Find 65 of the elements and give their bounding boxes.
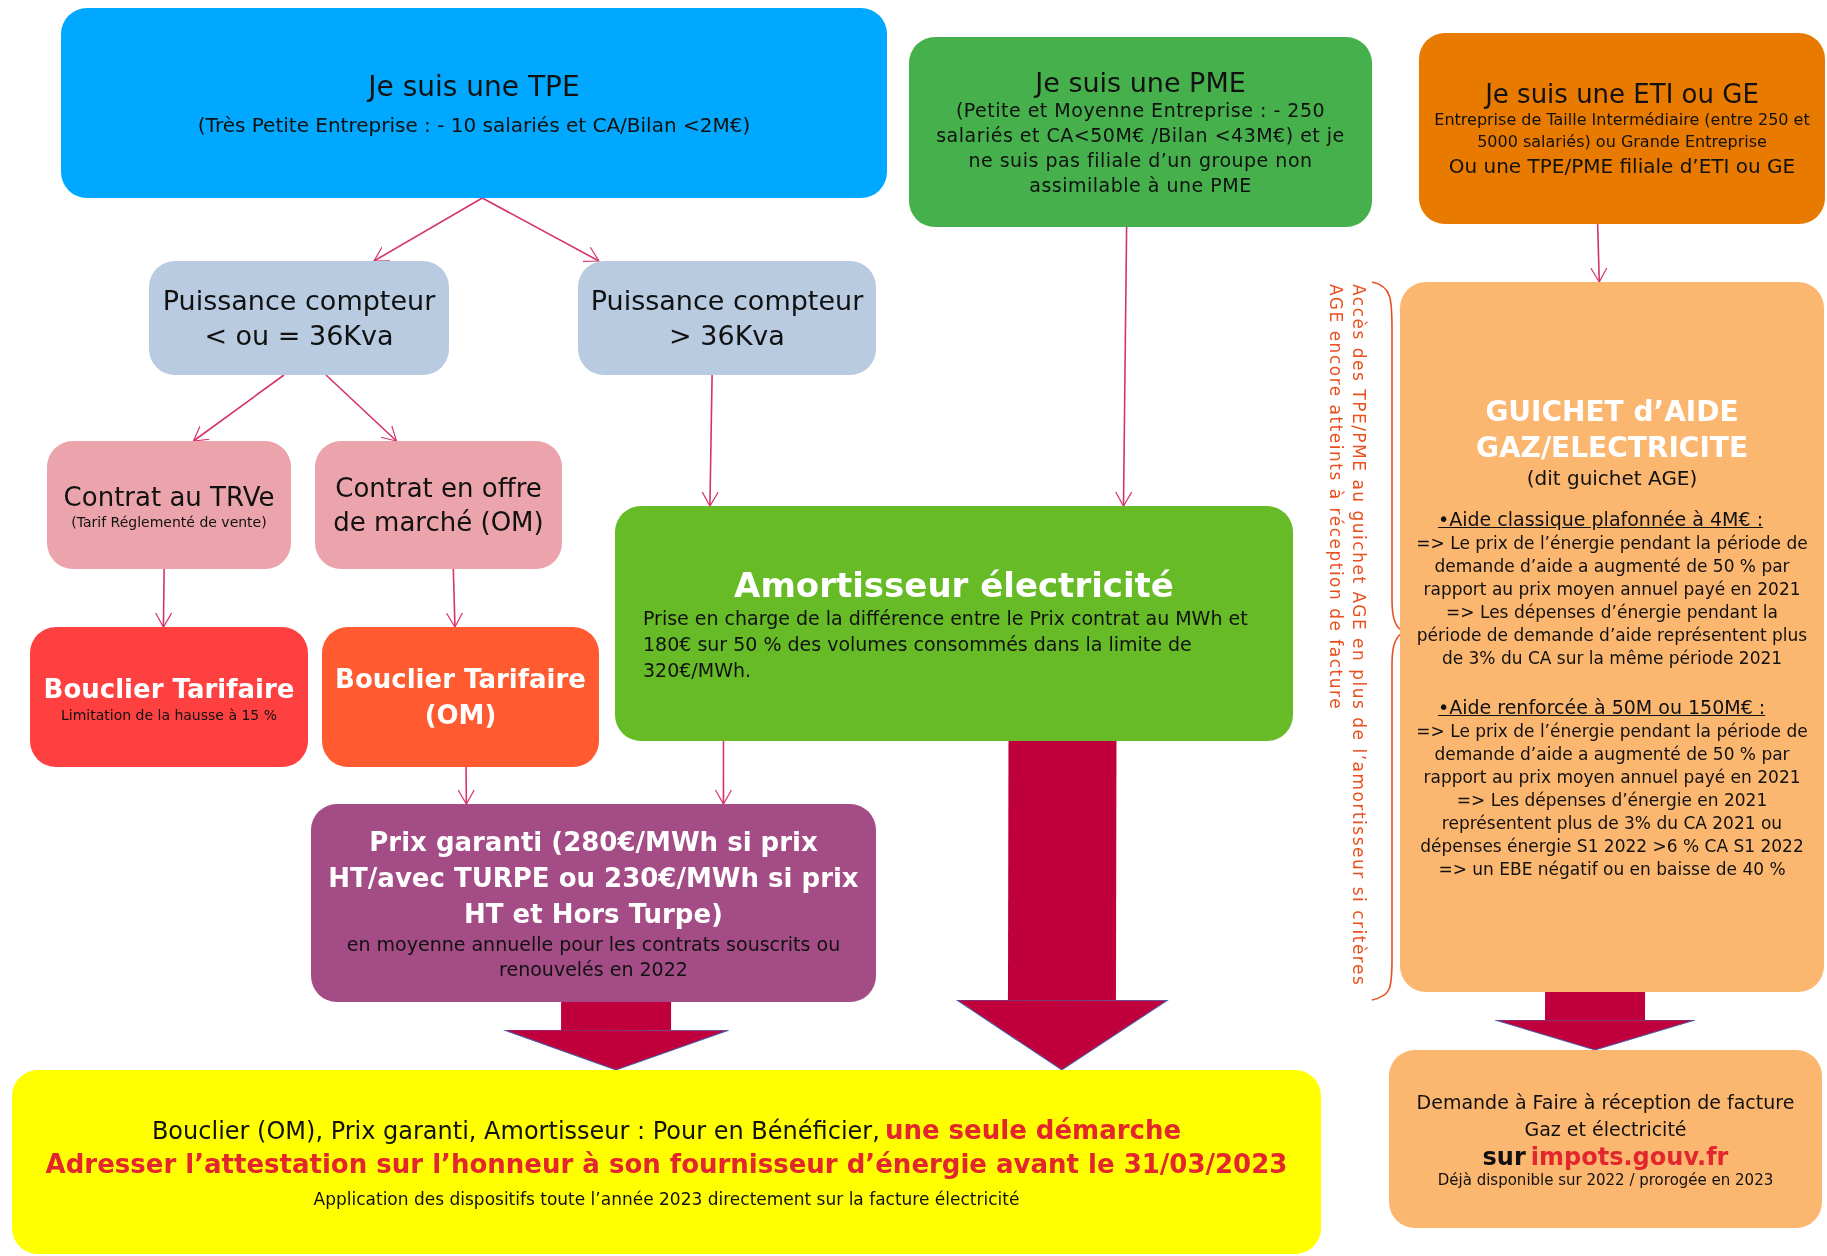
aid-desk-box	[1400, 282, 1824, 992]
shield-box	[30, 627, 308, 767]
meter-box	[149, 261, 449, 375]
box-title: Puissance compteur > 36Kva	[590, 284, 864, 353]
shield-box	[322, 627, 599, 767]
box-title: Je suis une PME	[1035, 66, 1246, 98]
company-box	[1419, 33, 1825, 224]
detail: •Aide renforcée à 50M ou 150M€ :	[1437, 694, 1767, 720]
block-arrow	[503, 1001, 730, 1071]
arrow	[373, 197, 484, 262]
arrow	[701, 374, 719, 507]
description: Limitation de la hausse à 15 %	[61, 706, 277, 724]
block-arrow	[955, 740, 1168, 1071]
description: Prise en charge de la différence entre le Prix contrat au MWh et 180€ sur 50 % des volumes consommés dans la limite de 320€/MWh.	[642, 605, 1249, 683]
box-title: GUICHET d’AIDE GAZ/ELECTRICITE	[1474, 393, 1750, 466]
description: (dit guichet AGE)	[1526, 465, 1698, 490]
detail: Ou une TPE/PME filiale d’ETI ou GE	[1448, 152, 1796, 179]
description: sur	[1482, 1142, 1526, 1171]
damper-box	[615, 506, 1293, 741]
arrow	[155, 568, 173, 628]
request-box	[1389, 1050, 1822, 1228]
arrow	[325, 374, 398, 442]
detail: •Aide classique plafonnée à 4M€ :	[1437, 506, 1765, 532]
block-arrow	[1494, 992, 1696, 1051]
description: en moyenne annuelle pour les contrats souscrits ou renouvelés en 2022	[345, 932, 842, 982]
box-title: Je suis une ETI ou GE	[1485, 78, 1759, 109]
contract-box	[315, 441, 562, 569]
detail: => Les dépenses d’énergie en 2021 représentent plus de 3% du CA 2021 ou dépenses énergie S1 2022 >6 % CA S1 2022	[1419, 788, 1805, 858]
box-title: Prix garanti (280€/MWh si prix HT/avec TURPE ou 230€/MWh si prix HT et Hors Turpe)	[327, 826, 860, 931]
detail: => Le prix de l’énergie pendant la période de demande d’aide a augmenté de 50 % par rapport au prix moyen annuel payé en 2021	[1415, 531, 1809, 601]
company-box	[61, 8, 887, 198]
detail: => Le prix de l’énergie pendant la période de demande d’aide a augmenté de 50 % par rapport au prix moyen annuel payé en 2021	[1415, 719, 1809, 789]
company-box	[909, 37, 1372, 227]
box-title: Bouclier Tarifaire (OM)	[334, 663, 587, 732]
arrow	[445, 568, 464, 628]
summary-box	[12, 1070, 1321, 1254]
detail: Déjà disponible sur 2022 / prorogée en 2023	[1437, 1170, 1774, 1190]
detail: => Les dépenses d’énergie pendant la période de demande d’aide représentent plus de 3% du CA sur la même période 2021	[1415, 600, 1809, 670]
box-title: Je suis une TPE	[368, 69, 580, 103]
side-note: Accès des TPE/PME au guichet AGE en plus de l’amortisseur si critères AGE encore atteints à réception de facture	[1325, 284, 1370, 989]
detail: impots.gouv.fr	[1530, 1142, 1729, 1171]
box-title: Amortisseur électricité	[734, 564, 1174, 605]
arrow	[714, 740, 733, 805]
contract-box	[47, 441, 291, 569]
detail: => un EBE négatif ou en baisse de 40 %	[1438, 857, 1786, 881]
arrow	[192, 374, 285, 442]
arrow	[1115, 226, 1133, 507]
box-title: Puissance compteur < ou = 36Kva	[161, 284, 437, 353]
description: (Petite et Moyenne Entreprise : - 250 salariés et CA<50M€ /Bilan <43M€) et je ne suis pas filiale d’un groupe non assimilable à une PME	[935, 98, 1346, 198]
description: une seule démarche	[884, 1115, 1182, 1145]
description: (Tarif Réglementé de vente)	[71, 513, 267, 531]
box-title: Bouclier (OM), Prix garanti, Amortisseur : Pour en Bénéficier,	[151, 1117, 880, 1145]
detail: Adresser l’attestation sur l’honneur à son fournisseur d’énergie avant le 31/03/2023	[45, 1148, 1288, 1181]
description: Entreprise de Taille Intermédiaire (entre 250 et 5000 salariés) ou Grande Entreprise	[1433, 109, 1811, 153]
description: (Très Petite Entreprise : - 10 salariés et CA/Bilan <2M€)	[197, 112, 751, 137]
box-title: Demande à Faire à réception de facture Gaz et électricité	[1415, 1089, 1796, 1142]
meter-box	[578, 261, 876, 375]
box-title: Bouclier Tarifaire	[43, 672, 295, 706]
box-title: Contrat en offre de marché (OM)	[332, 472, 545, 539]
arrow	[457, 766, 475, 805]
arrow	[481, 197, 600, 262]
guaranteed-price-box	[311, 804, 876, 1002]
arrow	[1590, 223, 1608, 283]
box-title: Contrat au TRVe	[63, 480, 275, 514]
detail: Application des dispositifs toute l’année 2023 directement sur la facture électricité	[313, 1189, 1020, 1209]
